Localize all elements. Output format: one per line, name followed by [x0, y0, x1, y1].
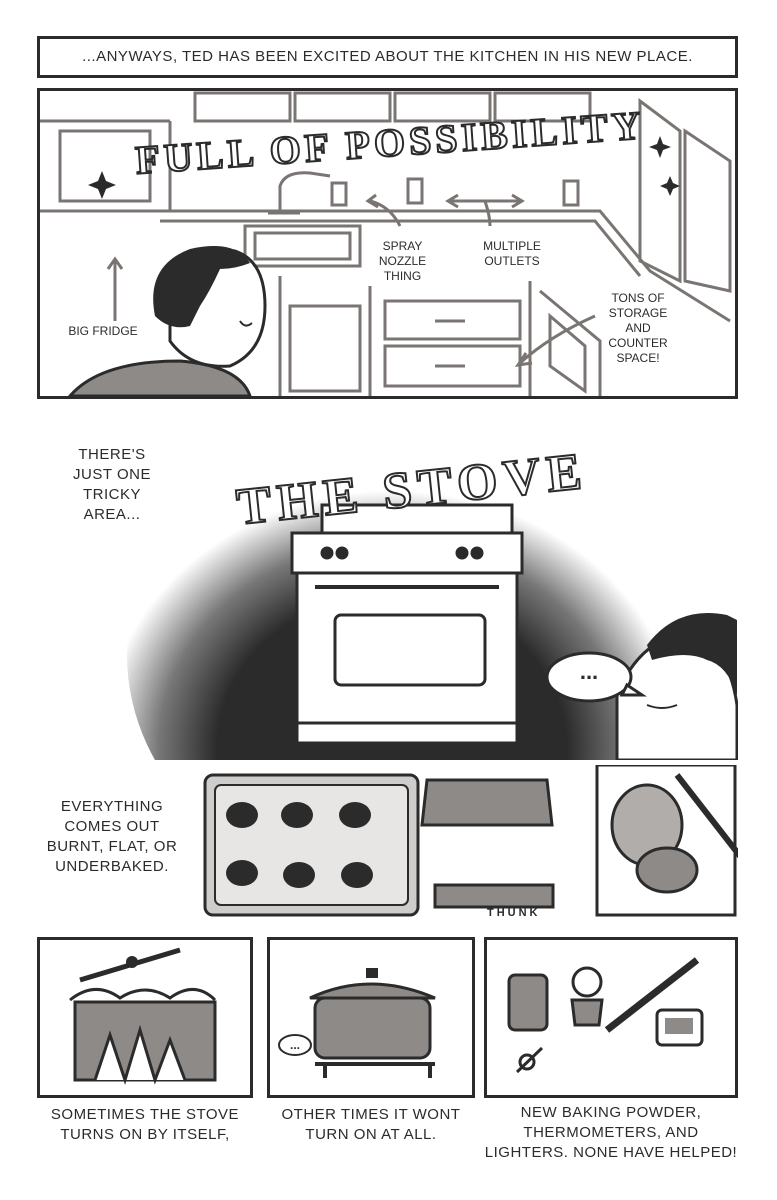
baking-illustration — [203, 765, 738, 917]
tricky-area-caption: THERE'S JUST ONE TRICKY AREA... — [73, 446, 151, 523]
stove-illustration — [127, 420, 738, 760]
svg-text:...: ... — [290, 1038, 300, 1052]
boiling-pot-illustration — [69, 947, 217, 1085]
baking-panel: EVERYTHING COMES OUT BURNT, FLAT, OR UND… — [37, 765, 738, 925]
speech-bubble-text: ... — [579, 659, 599, 684]
baking-caption: EVERYTHING COMES OUT BURNT, FLAT, OR UND… — [46, 798, 178, 875]
kitchen-illustration — [40, 91, 732, 396]
label-storage: TONS OF STORAGE AND COUNTER SPACE! — [608, 291, 668, 365]
caption-text: ...ANYWAYS, TED HAS BEEN EXCITED ABOUT T… — [82, 48, 693, 65]
dutch-oven-illustration: ... — [278, 968, 436, 1078]
turns-on-caption: SOMETIMES THE STOVE TURNS ON BY ITSELF, — [50, 1106, 240, 1143]
wont-turn-on-caption: OTHER TIMES IT WONT TURN ON AT ALL. — [281, 1106, 461, 1143]
label-spray-nozzle: SPRAY NOZZLE THING — [378, 239, 427, 283]
kitchen-panel: FULL OF POSSIBILITY SPRAY NOZZLE THING M… — [37, 88, 738, 399]
thunk-sfx: THUNK — [487, 907, 541, 919]
tools-caption: NEW BAKING POWDER, THERMOMETERS, AND LIG… — [484, 1104, 738, 1161]
label-big-fridge: BIG FRIDGE — [68, 324, 138, 338]
tools-panel — [484, 937, 738, 1098]
stove-panel: THERE'S JUST ONE TRICKY AREA... THE STOV… — [37, 405, 738, 760]
boiling-pot-panel — [37, 937, 253, 1098]
dutch-oven-panel: ... — [267, 937, 475, 1098]
label-multiple-outlets: MULTIPLE OUTLETS — [483, 239, 541, 268]
caption-panel-top: ...ANYWAYS, TED HAS BEEN EXCITED ABOUT T… — [37, 36, 738, 78]
tools-illustration — [507, 957, 704, 1074]
